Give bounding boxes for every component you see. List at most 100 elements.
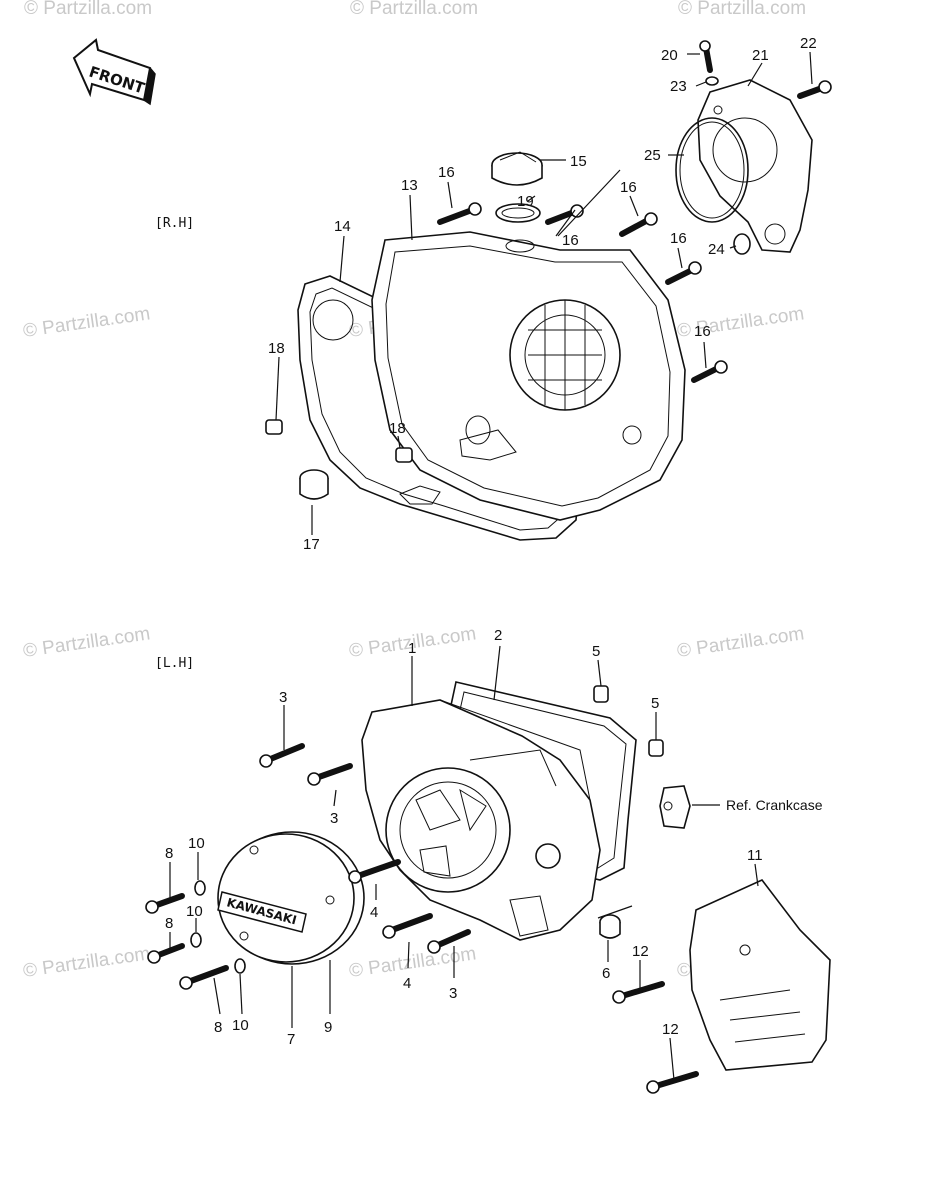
rh-cover-ribs [528, 300, 602, 410]
rh-oil-seal-part-17 [299, 469, 329, 500]
rh-pump-cover-part-21 [697, 79, 813, 253]
rh-cover-rim [385, 245, 671, 507]
callout-3: 3 [449, 985, 457, 1002]
callout-18: 18 [268, 340, 285, 357]
rh-gasket-tab [399, 485, 441, 505]
lh-bolt-part-3 [259, 743, 305, 768]
lh-dust-cover-screw-hole [239, 931, 249, 941]
watermark: © Partzilla.com [24, 0, 152, 19]
lh-cover-top-edge [439, 699, 591, 801]
callout-1: 1 [408, 640, 416, 657]
lh-cover-magneto-housing [385, 767, 511, 893]
callout-16: 16 [620, 179, 637, 196]
lh-dust-cover-part-7 [217, 833, 355, 963]
callout-13: 13 [401, 177, 418, 194]
lh-bolt-part-12 [612, 981, 665, 1004]
callout-8: 8 [165, 845, 173, 862]
callout-10: 10 [188, 835, 205, 852]
lh-grommet-part-6 [599, 914, 621, 939]
watermark: © Partzilla.com [22, 623, 152, 662]
section-label-left-hand: [L.H] [155, 656, 194, 671]
rh-bolt-part-16 [437, 202, 482, 225]
rh-bolt-part-22 [797, 80, 832, 99]
callout-5: 5 [651, 695, 659, 712]
lh-leader-lines [169, 645, 759, 1081]
rh-bolt-part-16 [619, 212, 658, 237]
callout-3: 3 [330, 810, 338, 827]
lh-sprocket-cover-part-11 [689, 879, 831, 1071]
rh-pump-cover-hole [764, 223, 786, 245]
callout-15: 15 [570, 153, 587, 170]
lh-dust-cover-screw-hole [325, 895, 335, 905]
lh-bolt-part-4 [348, 859, 401, 884]
callout-7: 7 [287, 1031, 295, 1048]
rh-leader-lines [275, 51, 813, 535]
callout-12: 12 [632, 943, 649, 960]
callout-10: 10 [232, 1017, 249, 1034]
callout-16: 16 [438, 164, 455, 181]
callout-4: 4 [370, 904, 378, 921]
callout-22: 22 [800, 35, 817, 52]
callout-8: 8 [214, 1019, 222, 1036]
lh-crankcase-reference-part [659, 785, 691, 829]
rh-pump-cover-bolt-hole [713, 105, 723, 115]
lh-screw-part-8 [147, 943, 185, 964]
rh-dowel-pin-part-18 [265, 419, 283, 435]
watermark: © Partzilla.com [22, 303, 152, 342]
callout-14: 14 [334, 218, 351, 235]
callout-10: 10 [186, 903, 203, 920]
watermark: © Partzilla.com [678, 0, 806, 19]
lh-sprocket-cover-hole [739, 944, 751, 956]
callout-2: 2 [494, 627, 502, 644]
lh-cover-inner-rib [469, 749, 557, 787]
watermark: © Partzilla.com [350, 0, 478, 19]
front-direction-arrow: FRONT [72, 38, 156, 106]
rh-cover-filler-hole [505, 239, 535, 253]
reference-crankcase-label: Ref. Crankcase [726, 797, 823, 813]
lh-bolt-part-3 [307, 763, 353, 786]
lh-washer-part-10 [194, 880, 206, 896]
lh-bolt-part-3 [427, 929, 471, 954]
callout-5: 5 [592, 643, 600, 660]
rh-washer-part-23 [705, 76, 719, 86]
callout-6: 6 [602, 965, 610, 982]
callout-4: 4 [403, 975, 411, 992]
lh-bolt-part-4 [382, 913, 433, 939]
rh-bolt-part-16 [545, 204, 584, 225]
lh-dust-cover-screw-hole [249, 845, 259, 855]
rh-pump-gasket-part-25 [675, 117, 749, 223]
callout-12: 12 [662, 1021, 679, 1038]
lh-screw-part-8 [145, 893, 185, 914]
lh-cover-shaft-boss [535, 843, 561, 869]
lh-dowel-pin-part-5 [593, 685, 609, 703]
watermark: © Partzilla.com [676, 623, 806, 662]
lh-cover-spokes [415, 788, 487, 877]
lh-bolt-part-12 [646, 1071, 699, 1094]
watermark: © Partzilla.com [348, 943, 478, 982]
rh-bolt-part-16 [665, 261, 702, 285]
lh-callouts: 1 2 3 3 3 4 4 5 5 6 7 8 8 8 9 10 10 10 1… [165, 627, 823, 1048]
callout-9: 9 [324, 1019, 332, 1036]
rh-cover-lower-boss [459, 429, 517, 461]
callout-24: 24 [708, 241, 725, 258]
callout-3: 3 [279, 689, 287, 706]
lh-washer-part-10 [190, 932, 202, 948]
callout-23: 23 [670, 78, 687, 95]
rh-dowel-pin-part-18 [395, 447, 413, 463]
rh-o-ring-part-19 [495, 203, 541, 223]
lh-screw-part-8 [179, 965, 229, 990]
callout-16: 16 [694, 323, 711, 340]
lh-dowel-pin-part-5 [648, 739, 664, 757]
lh-cover-lower-boss [509, 895, 549, 937]
lh-washer-part-10 [234, 958, 246, 974]
rh-pump-gasket-inner [679, 121, 745, 219]
rh-o-ring-part-24 [733, 233, 751, 255]
callout-17: 17 [303, 536, 320, 553]
callout-8: 8 [165, 915, 173, 932]
rh-bolt-part-16 [691, 360, 728, 383]
rh-pump-cover-boss [712, 117, 778, 183]
watermark: © Partzilla.com [22, 943, 152, 982]
callout-21: 21 [752, 47, 769, 64]
